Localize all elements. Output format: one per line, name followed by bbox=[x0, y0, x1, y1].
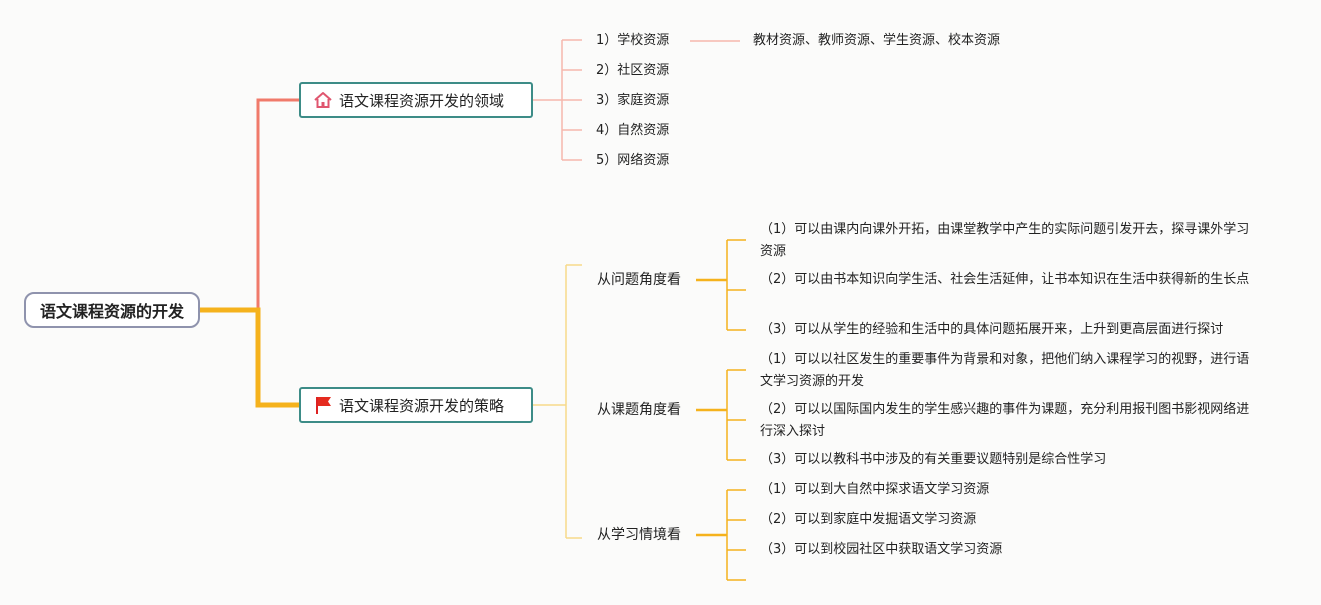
connector-branch2-groups bbox=[533, 264, 582, 539]
problem-item-2[interactable]: （2）可以由书本知识向学生活、社会生活延伸，让书本知识在生活中获得新的生长点 bbox=[760, 272, 1250, 287]
problem-item-1[interactable]: （1）可以由课内向课外开拓，由课堂教学中产生的实际问题引发开去，探寻课外学习资源 bbox=[760, 222, 1250, 259]
home-icon bbox=[313, 90, 333, 110]
domain-item-network[interactable]: 5）网络资源 bbox=[596, 153, 670, 168]
connector-group2 bbox=[696, 369, 746, 461]
domain-item-family[interactable]: 3）家庭资源 bbox=[596, 93, 670, 108]
branch-domains-label: 语文课程资源开发的领域 bbox=[339, 91, 505, 110]
domain-item-nature[interactable]: 4）自然资源 bbox=[596, 123, 670, 138]
strategy-group-topic[interactable]: 从课题角度看 bbox=[597, 402, 681, 418]
strategy-group-context[interactable]: 从学习情境看 bbox=[597, 527, 681, 543]
problem-item-3[interactable]: （3）可以从学生的经验和生活中的具体问题拓展开来，上升到更高层面进行探讨 bbox=[760, 322, 1224, 337]
connector-root-branch1 bbox=[200, 98, 300, 312]
context-item-3[interactable]: （3）可以到校园社区中获取语文学习资源 bbox=[760, 542, 1003, 557]
domain-item-community[interactable]: 2）社区资源 bbox=[596, 63, 670, 78]
domain-item-school[interactable]: 1）学校资源 bbox=[596, 33, 670, 48]
connector-branch1-items bbox=[533, 39, 582, 161]
branch-domains[interactable]: 语文课程资源开发的领域 bbox=[299, 82, 533, 118]
root-label: 语文课程资源的开发 bbox=[39, 302, 184, 321]
domain-item-school-detail[interactable]: 教材资源、教师资源、学生资源、校本资源 bbox=[753, 33, 1001, 48]
context-item-2[interactable]: （2）可以到家庭中发掘语文学习资源 bbox=[760, 512, 977, 527]
flag-icon bbox=[313, 395, 333, 415]
strategy-group-problem[interactable]: 从问题角度看 bbox=[597, 272, 681, 288]
branch-strategies-label: 语文课程资源开发的策略 bbox=[339, 396, 505, 415]
topic-item-3[interactable]: （3）可以以教科书中涉及的有关重要议题特别是综合性学习 bbox=[760, 452, 1107, 467]
connector-group1 bbox=[696, 239, 746, 331]
context-item-1[interactable]: （1）可以到大自然中探求语文学习资源 bbox=[760, 482, 990, 497]
connector-root-branch2 bbox=[200, 307, 300, 408]
root-node[interactable]: 语文课程资源的开发 bbox=[24, 292, 200, 328]
topic-item-2[interactable]: （2）可以以国际国内发生的学生感兴趣的事件为课题，充分利用报刊图书影视网络进行深… bbox=[760, 402, 1250, 439]
branch-strategies[interactable]: 语文课程资源开发的策略 bbox=[299, 387, 533, 423]
topic-item-1[interactable]: （1）可以以社区发生的重要事件为背景和对象，把他们纳入课程学习的视野，进行语文学… bbox=[760, 352, 1250, 389]
